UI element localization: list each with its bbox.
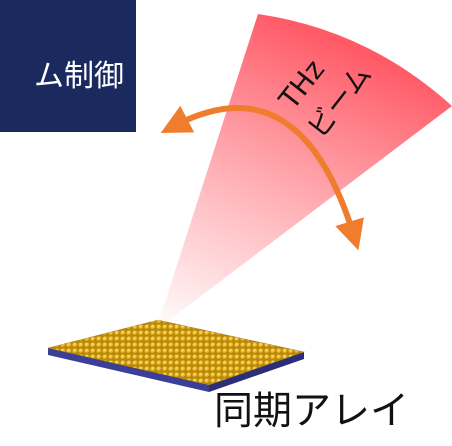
title-box: ム制御 [0,0,136,132]
title-text: ム制御 [34,59,124,94]
synchronized-array [47,319,306,392]
array-base [48,348,209,392]
array-label: 同期アレイ [214,389,410,434]
array-surface [48,320,304,385]
double-headed-curved-arrow-icon [160,105,364,251]
